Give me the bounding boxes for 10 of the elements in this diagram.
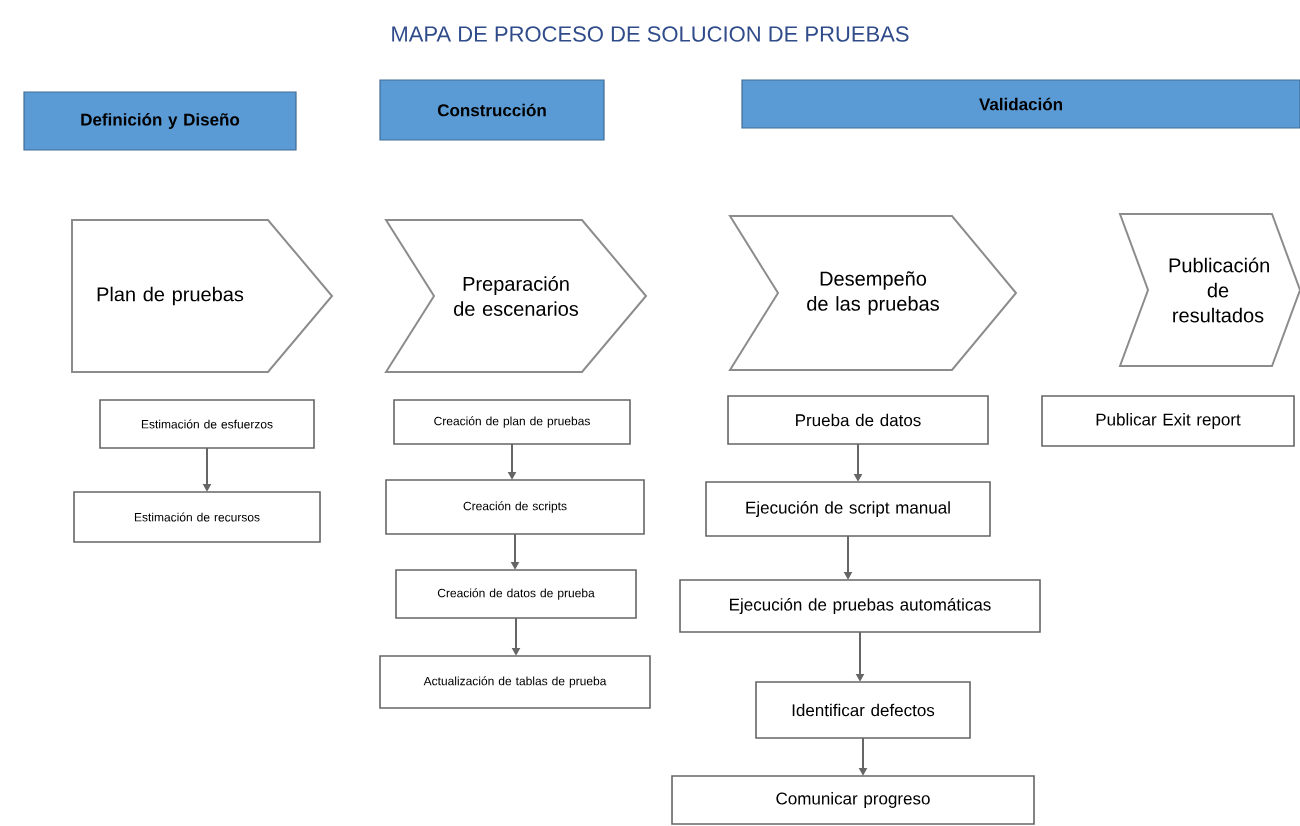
title: MAPA DE PROCESO DE SOLUCION DE PRUEBAS (392, 26, 909, 42)
phase-bar: Construcción (379, 79, 605, 141)
process-box: Ejecución de pruebas automáticas (679, 579, 1041, 633)
process-box: Publicar Exit report (1041, 395, 1295, 447)
process-box: Identificar defectos (755, 681, 971, 739)
phase-bar: Validación (741, 79, 1300, 129)
process-box: Comunicar progreso (671, 775, 1035, 825)
process-box: Ejecución de script manual (705, 481, 991, 537)
process-box: Prueba de datos (727, 395, 989, 445)
phase-bar: Definición y Diseño (23, 91, 297, 151)
